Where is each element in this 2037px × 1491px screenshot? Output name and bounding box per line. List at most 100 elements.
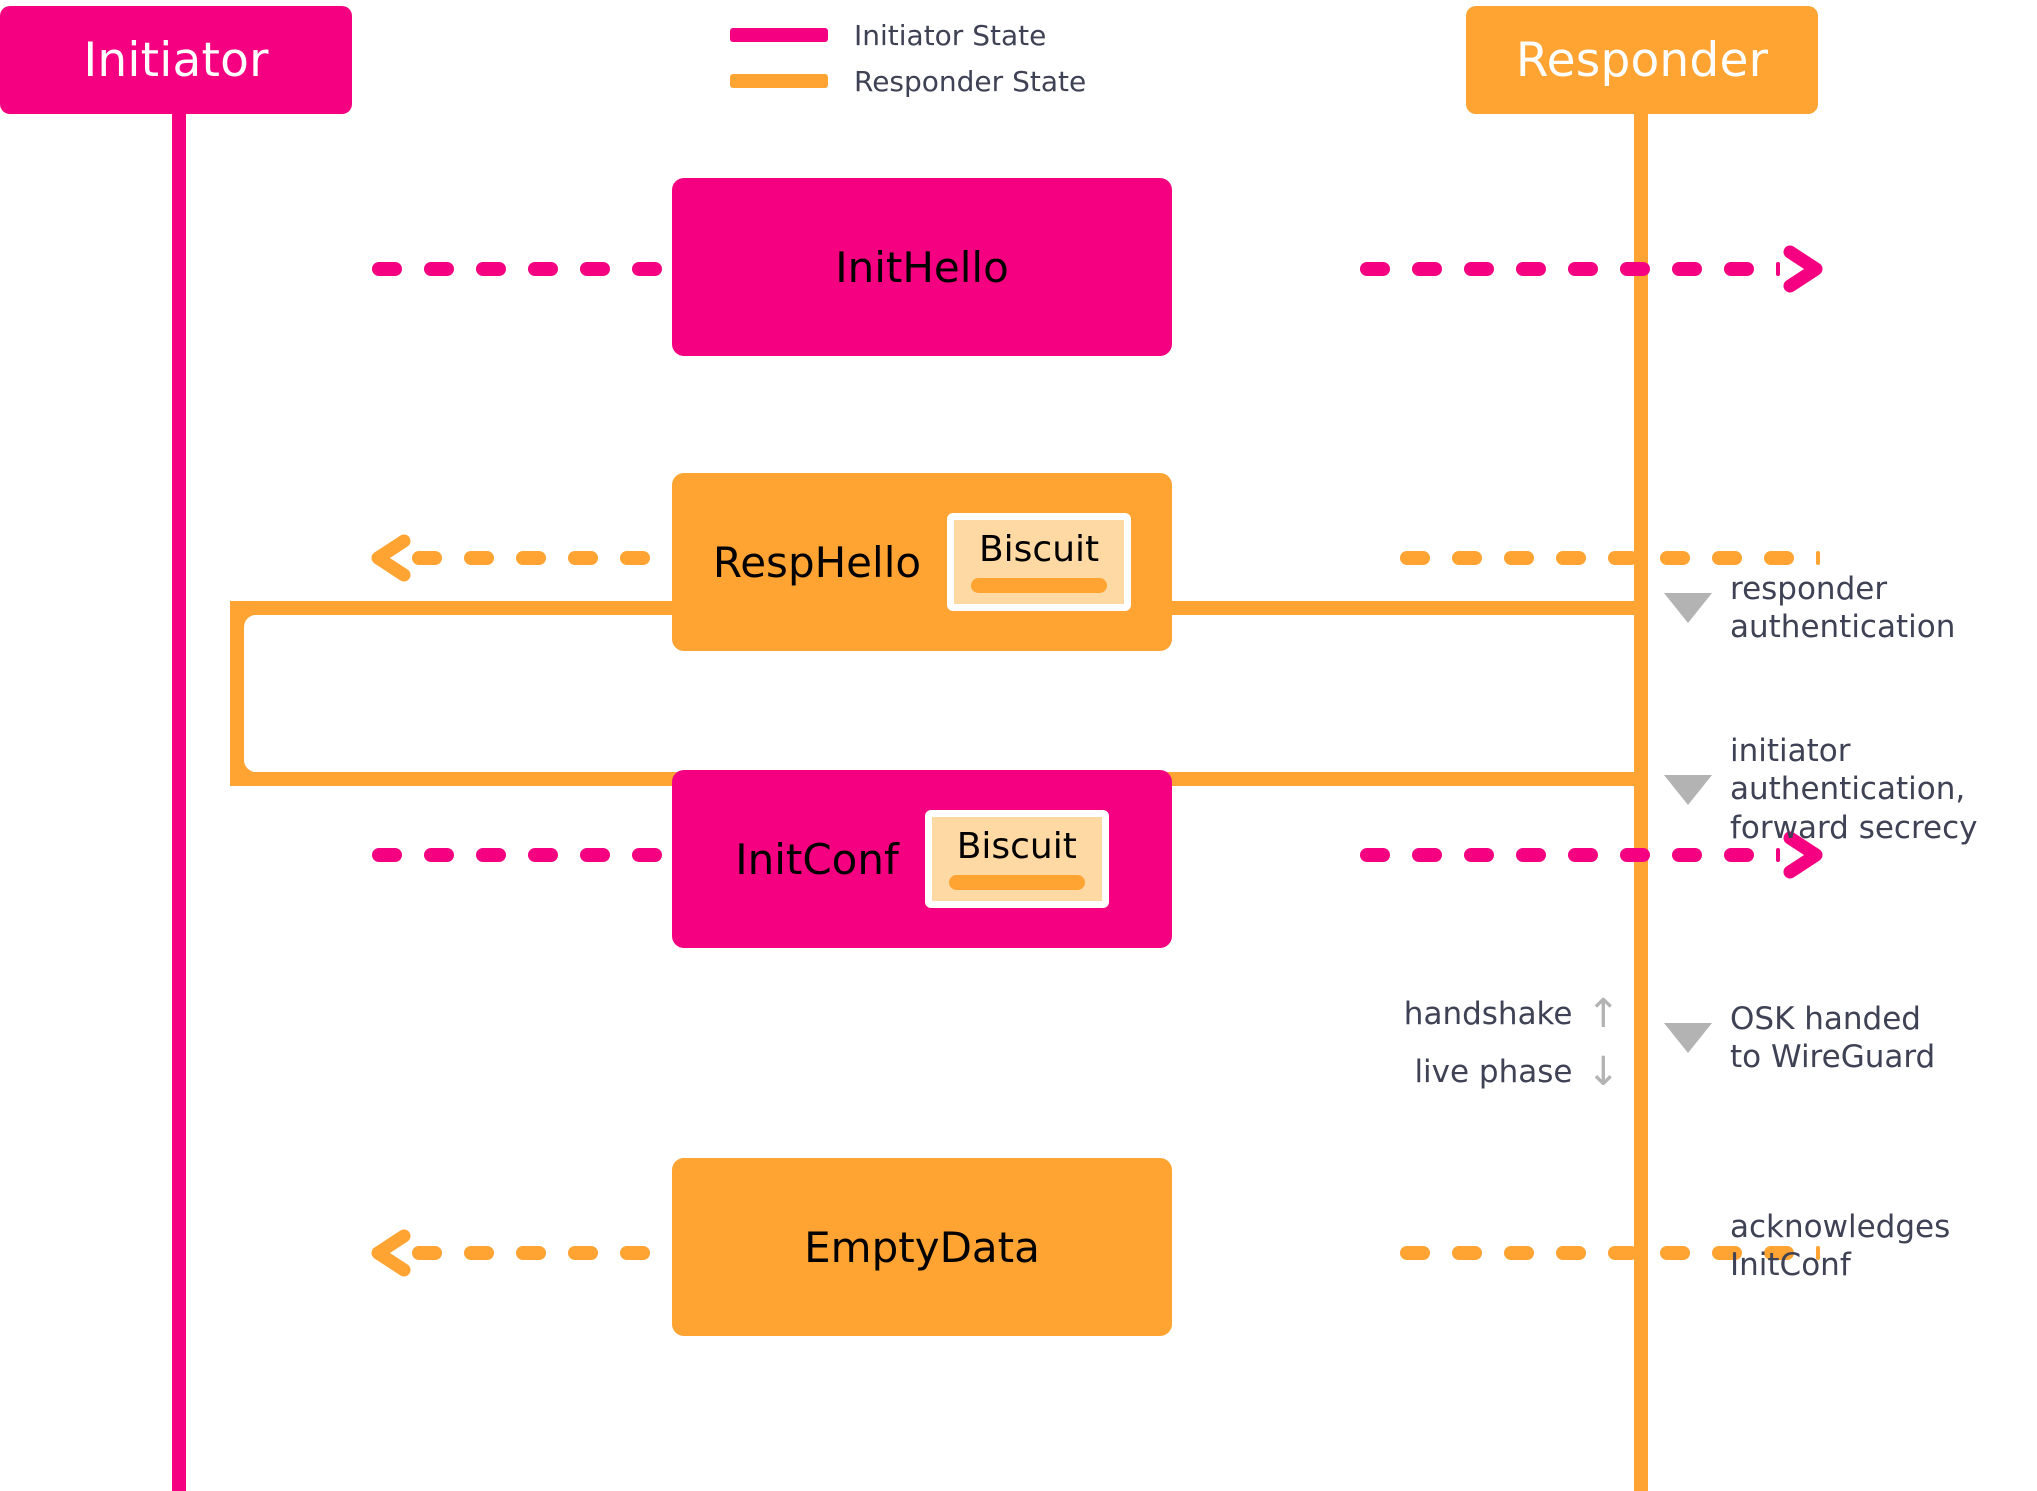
dash-segment [1452,1246,1482,1260]
triangle-down-icon [1664,774,1712,805]
message-label-emptydata: EmptyData [804,1222,1040,1272]
dash-segment [1568,848,1598,862]
dash-segment [372,848,402,862]
annotation-text: initiator authentication, forward secrec… [1730,733,1978,846]
annotation-responder-authentication: responder authentication [1664,570,1955,647]
dash-segment [1816,1246,1820,1260]
actor-label-responder: Responder [1515,32,1769,88]
dash-segment [1672,848,1702,862]
dash-segment [1400,1246,1430,1260]
dash-segment [632,848,662,862]
dash-segment [476,848,506,862]
dash-segment [1764,551,1794,565]
dash-segment [1608,551,1638,565]
dash-segment [1412,262,1442,276]
message-box-inithello[interactable]: InitHello [672,178,1172,356]
dash-segment [568,1246,598,1260]
annotation-text: OSK handed to WireGuard [1730,1001,1936,1076]
message-box-initconf[interactable]: InitConf Biscuit [672,770,1172,948]
dash-segment [412,551,442,565]
dash-segment [1556,1246,1586,1260]
arrowhead-icon [368,533,418,583]
dash-segment [424,848,454,862]
dash-segment [1620,848,1650,862]
dash-segment [1608,1246,1638,1260]
biscuit-bar-icon [971,577,1108,593]
legend-item-initiator-state: Initiator State [730,12,1160,58]
biscuit-label: Biscuit [956,825,1077,867]
dash-segment [1620,262,1650,276]
legend-label-responder: Responder State [854,64,1087,98]
actor-header-initiator[interactable]: Initiator [0,6,352,114]
legend-swatch-icon-responder [730,74,828,88]
phase-divider: handshake ↑ live phase ↓ [1370,985,1620,1101]
biscuit-badge-resphello[interactable]: Biscuit [947,513,1132,611]
message-box-emptydata[interactable]: EmptyData [672,1158,1172,1336]
dash-segment [1568,262,1598,276]
dash-segment [580,262,610,276]
dash-segment [424,262,454,276]
dash-segment [516,1246,546,1260]
biscuit-badge-initconf[interactable]: Biscuit [924,810,1109,908]
dash-segment [1712,1246,1742,1260]
dash-segment [1816,551,1820,565]
actor-header-responder[interactable]: Responder [1466,6,1818,114]
arrow-up-icon: ↑ [1586,991,1620,1037]
legend-swatch-icon-initiator [730,28,828,42]
triangle-down-icon [1664,593,1712,624]
dash-segment [580,848,610,862]
dash-segment [464,1246,494,1260]
dash-segment [528,848,558,862]
message-label-initconf: InitConf [735,834,899,884]
arrowhead-icon [1776,830,1826,880]
legend-label-initiator: Initiator State [854,18,1047,52]
dash-segment [1464,262,1494,276]
annotation-text: acknowledges InitConf [1730,1209,1951,1284]
dash-segment [1504,551,1534,565]
phase-label-handshake: handshake [1403,996,1573,1032]
dash-segment [528,262,558,276]
dash-segment [476,262,506,276]
dash-segment [1660,551,1690,565]
dash-segment [1400,551,1430,565]
dash-segment [568,551,598,565]
biscuit-bar-icon [948,874,1085,890]
dash-segment [1712,551,1742,565]
annotation-osk-handed: OSK handed to WireGuard [1664,1000,1935,1077]
message-label-resphello: RespHello [712,537,922,587]
legend: Initiator State Responder State [730,12,1160,104]
message-box-resphello[interactable]: RespHello Biscuit [672,473,1172,651]
dash-segment [516,551,546,565]
dash-segment [412,1246,442,1260]
annotation-text: responder authentication [1730,571,1956,646]
dash-segment [1776,262,1780,276]
phase-live: live phase ↓ [1370,1043,1620,1101]
phase-label-live: live phase [1414,1054,1573,1090]
dash-segment [620,1246,650,1260]
dash-segment [1556,551,1586,565]
dash-segment [1360,848,1390,862]
dash-segment [620,551,650,565]
triangle-down-icon [1664,1023,1712,1054]
annotation-initiator-authentication: initiator authentication, forward secrec… [1664,732,1978,847]
lifeline-initiator [172,108,186,1491]
biscuit-label: Biscuit [978,528,1100,570]
dash-segment [1724,848,1754,862]
message-label-inithello: InitHello [835,242,1009,292]
dash-segment [1464,848,1494,862]
dash-segment [464,551,494,565]
dash-segment [1764,1246,1794,1260]
dash-segment [1776,848,1780,862]
actor-label-initiator: Initiator [83,32,269,88]
dash-segment [1412,848,1442,862]
arrowhead-icon [1776,244,1826,294]
dash-segment [1516,848,1546,862]
annotation-acknowledges-initconf: acknowledges InitConf [1664,1208,1950,1285]
dash-segment [1724,262,1754,276]
dash-segment [1660,1246,1690,1260]
dash-segment [1360,262,1390,276]
lifeline-responder [1634,108,1648,1491]
dash-segment [632,262,662,276]
dash-segment [1452,551,1482,565]
